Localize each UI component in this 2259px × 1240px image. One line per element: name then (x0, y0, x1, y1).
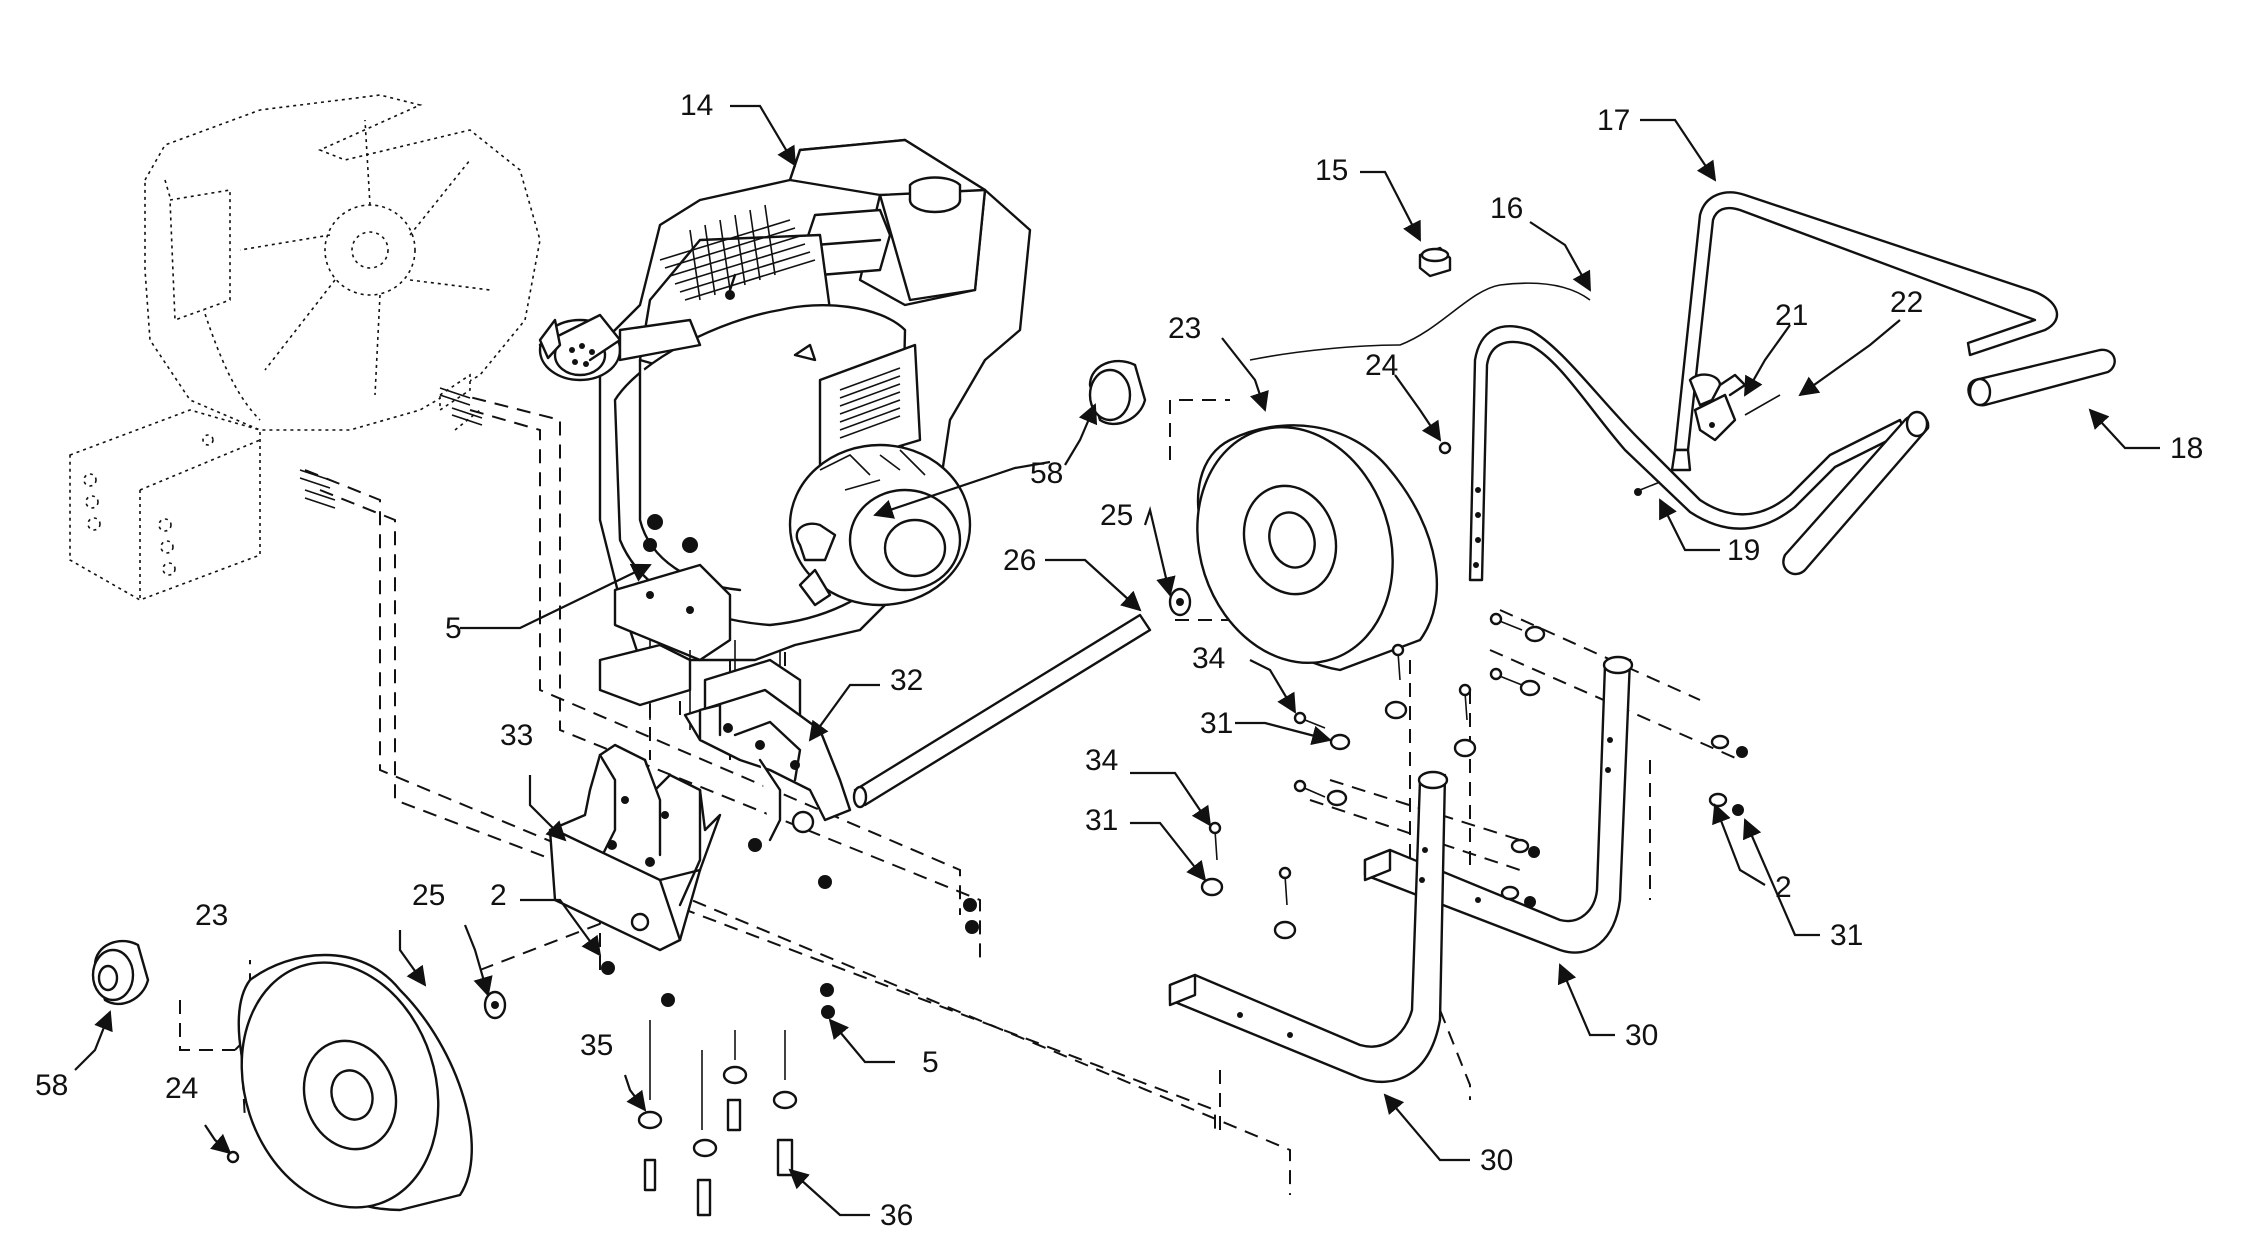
engine (538, 138, 1032, 662)
callout-26: 26 (1003, 544, 1036, 577)
callout-25-left: 25 (412, 879, 445, 912)
screw-19 (1634, 481, 1661, 496)
handle-17 (1670, 191, 2059, 472)
callout-24-right: 24 (1365, 349, 1398, 382)
grip-18-lower (1782, 410, 1930, 576)
bracket-nuts (601, 838, 979, 1019)
callout-16: 16 (1490, 192, 1523, 225)
frame-leg-30-front (1168, 770, 1449, 1083)
throttle-lever (1688, 373, 1781, 442)
callout-18: 18 (2170, 432, 2203, 465)
cable-16 (1249, 282, 1591, 361)
blower-housing (69, 94, 541, 601)
engine-decal (839, 367, 901, 439)
callout-34-lower: 34 (1085, 744, 1118, 777)
leader-lines (74, 104, 2160, 1217)
callout-34-upper: 34 (1192, 642, 1225, 675)
callout-5-upper: 5 (445, 612, 462, 645)
callout-25-right: 25 (1100, 499, 1133, 532)
callout-31-lower: 31 (1085, 804, 1118, 837)
bolts-and-washers (1200, 612, 1748, 940)
callout-30-back: 30 (1625, 1019, 1658, 1052)
engine-cooling-fins (659, 204, 816, 301)
wheel-left (237, 953, 473, 1212)
hub-cap-left (91, 939, 150, 1006)
callout-35: 35 (580, 1029, 613, 1062)
pin-24-right (1438, 441, 1452, 455)
wheel-right (1196, 424, 1438, 672)
callout-30-front: 30 (1480, 1144, 1513, 1177)
callout-36: 36 (880, 1199, 913, 1232)
washer-25-right (1168, 587, 1192, 617)
callout-19: 19 (1727, 534, 1760, 567)
callout-labels: 14 15 16 17 18 19 21 22 23 24 25 26 58 3… (35, 89, 2203, 1232)
callout-17: 17 (1597, 104, 1630, 137)
callout-21: 21 (1775, 299, 1808, 332)
engine-bracket-33 (548, 743, 722, 952)
hub-cap-right (1088, 359, 1147, 426)
callout-5-lower: 5 (922, 1046, 939, 1079)
engine-bracket-32 (683, 688, 852, 842)
callout-2-left: 2 (490, 879, 507, 912)
bolts-35-36 (637, 1020, 798, 1217)
callout-23-right: 23 (1168, 312, 1201, 345)
callout-15: 15 (1315, 154, 1348, 187)
frame-leg-30-back (1363, 655, 1634, 954)
callout-2-right: 2 (1775, 871, 1792, 904)
callout-33: 33 (500, 719, 533, 752)
housing-studs (299, 387, 483, 509)
washer-25-left (483, 990, 507, 1020)
engine-base-plate (613, 563, 732, 662)
axle-26 (852, 613, 1152, 809)
grip-18-upper (1967, 348, 2116, 407)
callout-32: 32 (890, 664, 923, 697)
callout-22: 22 (1890, 286, 1923, 319)
callout-31-upper: 31 (1200, 707, 1233, 740)
callout-31-right: 31 (1830, 919, 1863, 952)
nut-15 (1418, 246, 1452, 278)
callout-24-left: 24 (165, 1072, 198, 1105)
callout-23-left: 23 (195, 899, 228, 932)
pin-24-left (226, 1150, 240, 1164)
assembly-guide-lines (179, 391, 1741, 1195)
callout-58-left: 58 (35, 1069, 68, 1102)
engine-muffler (538, 313, 622, 382)
callout-14: 14 (680, 89, 713, 122)
callout-58-right: 58 (1030, 457, 1063, 490)
